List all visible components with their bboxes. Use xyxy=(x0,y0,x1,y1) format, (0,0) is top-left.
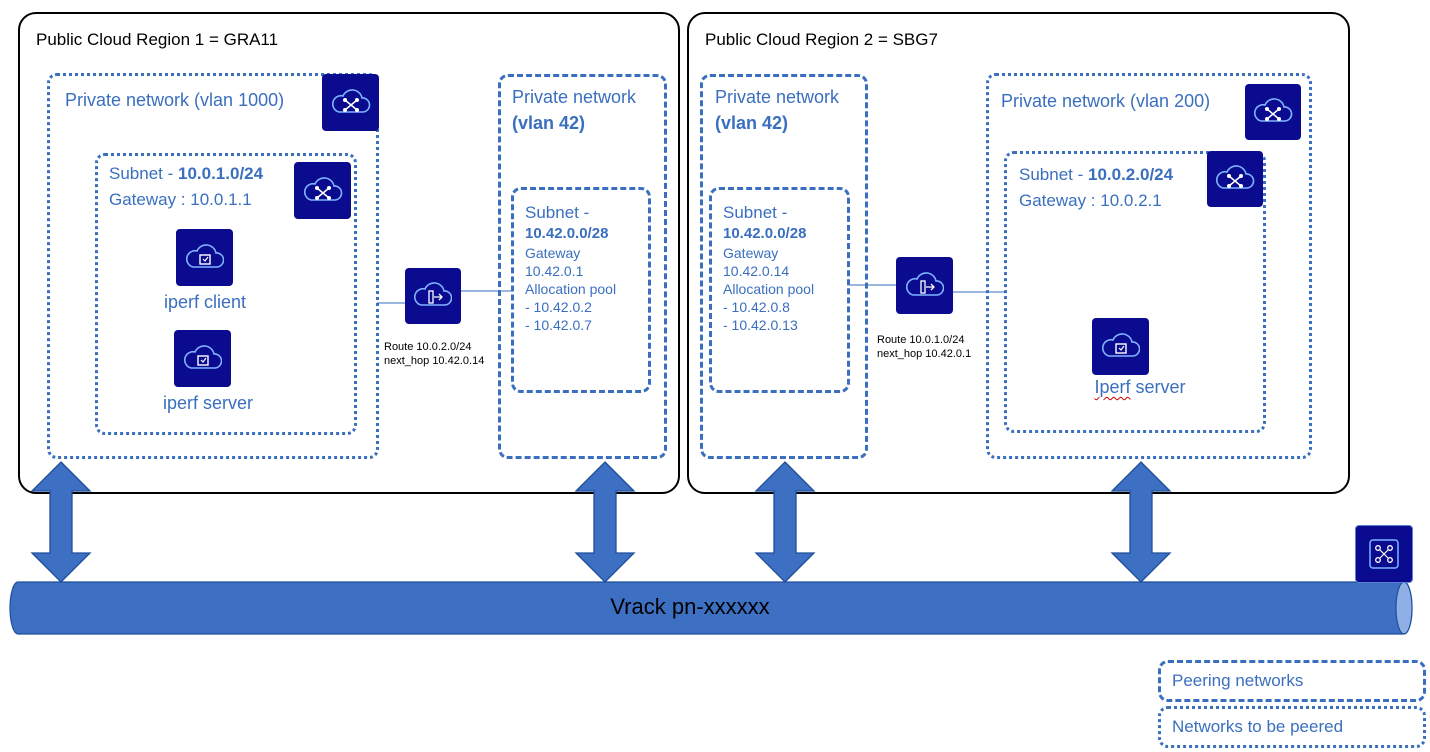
peering-line: Allocation pool xyxy=(723,281,815,297)
legend-to-peer-box xyxy=(1158,706,1426,748)
peering-line: Gateway xyxy=(723,245,779,261)
iperf-word: Iperf xyxy=(1094,377,1131,397)
subnet-cidr: 10.0.1.0/24 xyxy=(178,164,264,183)
iperf-server-label-region2: Iperf server xyxy=(1070,377,1210,398)
legend-peering-label: Peering networks xyxy=(1172,671,1304,690)
peering-title-line1: Private network xyxy=(512,87,637,107)
double-arrow xyxy=(754,461,816,583)
peering-line: 10.42.0.1 xyxy=(525,263,584,279)
peering-line: - 10.42.0.8 xyxy=(723,299,790,315)
peering-subnet-cidr: 10.42.0.0/28 xyxy=(525,225,609,242)
route-2-line2: next_hop 10.42.0.1 xyxy=(877,348,972,360)
region-2-title: Public Cloud Region 2 = SBG7 xyxy=(705,30,938,49)
route-1-text: Route 10.0.2.0/24 next_hop 10.42.0.14 xyxy=(384,340,484,368)
double-arrow xyxy=(574,461,636,583)
subnet-10-0-2-0 xyxy=(1004,151,1266,433)
subnet-gateway: Gateway : 10.0.1.1 xyxy=(109,190,252,209)
private-network-vlan200 xyxy=(986,73,1312,459)
peering-subnet-region2 xyxy=(709,187,850,393)
vrack-tube-end xyxy=(1395,581,1413,635)
peering-title-line1: Private network xyxy=(715,87,840,107)
peering-title-line2: (vlan 42) xyxy=(512,113,586,133)
peering-subnet-cidr: 10.42.0.0/28 xyxy=(723,225,807,242)
region-2-box xyxy=(687,12,1350,494)
peering-line: Gateway xyxy=(525,245,581,261)
peering-subnet-region1-text: Subnet - 10.42.0.0/28 Gateway 10.42.0.1 … xyxy=(525,202,616,334)
iperf-server-label: iperf server xyxy=(162,393,254,413)
network-icon xyxy=(1245,84,1301,140)
peering-title-line2: (vlan 42) xyxy=(715,113,789,133)
peering-line: 10.42.0.14 xyxy=(723,263,790,279)
peering-network-region2 xyxy=(700,74,868,459)
peering-line: Allocation pool xyxy=(525,281,617,297)
peering-subnet-region1 xyxy=(511,187,651,393)
network-icon xyxy=(322,74,379,131)
peering-subnet-prefix: Subnet - xyxy=(723,203,788,222)
router-icon xyxy=(405,268,461,324)
peering-subnet-region2-text: Subnet - 10.42.0.0/28 Gateway 10.42.0.14… xyxy=(723,202,814,334)
subnet-10-0-1-0-title: Subnet - 10.0.1.0/24 Gateway : 10.0.1.1 xyxy=(109,161,263,213)
legend-peering-box xyxy=(1158,660,1426,702)
subnet-prefix: Subnet - xyxy=(109,164,178,183)
subnet-prefix: Subnet - xyxy=(1019,165,1088,184)
peering-network-region1-title: Private network (vlan 42) xyxy=(512,86,636,138)
region-1-title: Public Cloud Region 1 = GRA11 xyxy=(36,30,279,49)
instance-icon xyxy=(176,229,233,286)
server-word: server xyxy=(1130,377,1186,397)
double-arrow xyxy=(30,461,92,583)
peering-network-region2-title: Private network (vlan 42) xyxy=(715,86,839,138)
peering-line: - 10.42.0.7 xyxy=(525,317,592,333)
network-icon xyxy=(294,162,351,219)
iperf-client-label: iperf client xyxy=(163,292,247,312)
peering-network-region1 xyxy=(498,74,667,459)
route-1-line1: Route 10.0.2.0/24 xyxy=(384,341,472,353)
subnet-gateway: Gateway : 10.0.2.1 xyxy=(1019,191,1162,210)
peering-subnet-prefix: Subnet - xyxy=(525,203,590,222)
private-network-vlan200-title: Private network (vlan 200) xyxy=(1001,91,1211,111)
router-icon xyxy=(896,257,953,314)
instance-icon xyxy=(174,330,231,387)
private-network-vlan1000 xyxy=(47,73,379,459)
route-1-line2: next_hop 10.42.0.14 xyxy=(384,355,485,367)
double-arrow xyxy=(1110,461,1172,583)
network-icon xyxy=(1207,151,1263,207)
peering-line: - 10.42.0.2 xyxy=(525,299,592,315)
subnet-10-0-2-0-title: Subnet - 10.0.2.0/24 Gateway : 10.0.2.1 xyxy=(1019,162,1173,214)
route-2-line1: Route 10.0.1.0/24 xyxy=(877,334,965,346)
vrack-icon xyxy=(1355,525,1413,583)
instance-icon xyxy=(1092,318,1149,375)
private-network-vlan1000-title: Private network (vlan 1000) xyxy=(65,90,285,110)
route-2-text: Route 10.0.1.0/24 next_hop 10.42.0.1 xyxy=(877,333,971,361)
legend-to-peer-label: Networks to be peered xyxy=(1172,717,1344,736)
peering-line: - 10.42.0.13 xyxy=(723,317,798,333)
subnet-cidr: 10.0.2.0/24 xyxy=(1088,165,1174,184)
vrack-label: Vrack pn-xxxxxx xyxy=(610,594,770,619)
subnet-10-0-1-0 xyxy=(95,153,357,435)
